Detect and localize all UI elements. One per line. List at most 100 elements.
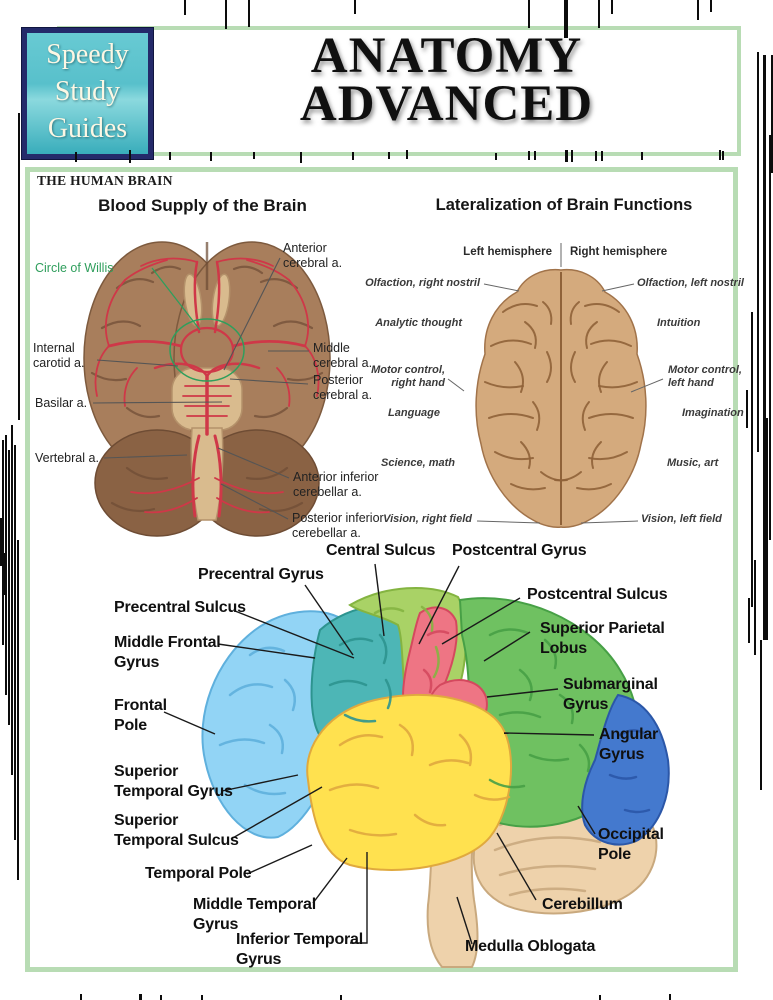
precentral-sulcus-leader-line	[234, 610, 355, 659]
scan-artifact-mark	[75, 152, 77, 162]
inferior-temporal-gyrus-label: Inferior Temporal Gyrus	[236, 931, 363, 968]
precentral-sulcus-label: Precentral Sulcus	[114, 599, 246, 616]
scan-artifact-mark	[4, 553, 6, 595]
central-sulcus-leader-line	[374, 563, 385, 637]
circle-of-willis-label: Circle of Willis	[35, 261, 114, 275]
scan-artifact-mark	[757, 52, 759, 452]
temporal-pole-leader-line	[246, 844, 313, 875]
scan-artifact-mark	[611, 0, 613, 14]
postcentral-sulcus-label: Postcentral Sulcus	[527, 586, 668, 603]
superior-parietal-lobus-leader-line	[483, 631, 531, 662]
scan-artifact-mark	[5, 435, 7, 695]
postcentral-gyrus-leader-line	[418, 565, 460, 645]
anterior-inferior-cerebellar-label: Anterior inferior cerebellar a.	[293, 470, 379, 499]
precentral-gyrus-label: Precentral Gyrus	[198, 566, 324, 583]
inferior-temporal-gyrus-leader-line	[350, 852, 368, 944]
scan-artifact-mark	[746, 390, 748, 428]
scan-artifact-mark	[253, 152, 255, 159]
olfaction-left-leader-line	[601, 283, 635, 292]
imagination-label: Imagination	[682, 407, 744, 419]
scan-artifact-mark	[599, 995, 601, 1000]
olfaction-left-label: Olfaction, left nostril	[637, 277, 744, 289]
science-math-label: Science, math	[381, 457, 455, 469]
scan-artifact-mark	[710, 0, 712, 12]
scan-artifact-mark	[766, 418, 768, 640]
motor-right-label: Motor control, right hand	[371, 364, 445, 389]
occipital-pole-label: Occipital Pole	[598, 826, 664, 863]
medulla-oblogata-leader-line	[456, 896, 473, 945]
vision-right-label: Vision, right field	[383, 513, 472, 525]
scan-artifact-mark	[754, 560, 756, 655]
scan-artifact-mark	[769, 135, 771, 540]
scan-artifact-mark	[528, 151, 530, 160]
scan-artifact-mark	[352, 152, 354, 160]
precentral-gyrus-leader-line	[304, 584, 354, 656]
logo-line-1: Speedy	[46, 39, 129, 70]
scan-artifact-mark	[201, 995, 203, 1000]
scan-artifact-mark	[300, 152, 302, 163]
scan-artifact-mark	[340, 995, 342, 1000]
lateralization-title: Lateralization of Brain Functions	[435, 196, 693, 214]
scan-artifact-mark	[354, 0, 356, 14]
page-title-line-2: ADVANCED	[299, 76, 594, 132]
scan-artifact-mark	[11, 425, 13, 775]
vertebral-leader-line	[103, 454, 188, 459]
section-header: THE HUMAN BRAIN	[37, 173, 173, 188]
scan-artifact-mark	[139, 994, 142, 1000]
scan-artifact-mark	[8, 450, 10, 725]
scan-artifact-mark	[129, 150, 131, 163]
scan-artifact-mark	[2, 440, 4, 645]
posterior-inferior-cerebellar-label: Posterior inferior cerebellar a.	[292, 511, 384, 540]
scan-artifact-mark	[17, 540, 19, 880]
scan-artifact-mark	[210, 152, 212, 161]
scan-artifact-mark	[248, 0, 250, 27]
scan-artifact-mark	[641, 152, 643, 160]
angular-gyrus-leader-line	[503, 732, 595, 736]
scan-artifact-mark	[565, 150, 568, 162]
scan-artifact-mark	[598, 0, 600, 28]
anterior-inferior-cerebellar-leader-line	[217, 447, 290, 479]
analytic-thought-label: Analytic thought	[375, 317, 462, 329]
scan-artifact-mark	[18, 113, 20, 420]
lateral-brain-illustration	[201, 587, 670, 968]
logo-line-2: Study	[54, 76, 121, 107]
vertebral-label: Vertebral a.	[35, 451, 99, 465]
posterior-inferior-cerebellar-leader-line	[220, 483, 289, 520]
anterior-cerebral-label: Anterior cerebral a.	[283, 241, 343, 270]
middle-temporal-gyrus-label: Middle Temporal Gyrus	[193, 896, 316, 933]
basilar-label: Basilar a.	[35, 396, 88, 410]
scan-artifact-mark	[601, 151, 603, 161]
basilar-leader-line	[92, 401, 223, 404]
circle-of-willis-ring	[169, 318, 245, 382]
music-art-label: Music, art	[667, 457, 719, 469]
right-hemisphere-label: Right hemisphere	[570, 246, 668, 258]
page-title: ANATOMY ADVANCED	[160, 28, 733, 132]
posterior-cerebral-leader-line	[229, 378, 309, 385]
page-title-line-1: ANATOMY	[310, 28, 583, 84]
language-label: Language	[388, 407, 440, 419]
scan-artifact-mark	[595, 151, 597, 161]
scan-artifact-mark	[388, 152, 390, 159]
logo-line-3: Guides	[47, 113, 128, 144]
scan-artifact-mark	[571, 150, 573, 162]
middle-temporal-gyrus-leader-line	[312, 857, 348, 904]
scan-artifact-mark	[14, 445, 16, 840]
scan-artifact-mark	[669, 994, 671, 1000]
vision-left-leader-line	[580, 520, 639, 524]
scan-artifact-mark	[184, 0, 186, 15]
scan-artifact-mark	[771, 55, 773, 173]
scan-artifact-mark	[748, 598, 750, 643]
middle-cerebral-label: Middle cerebral a.	[313, 341, 373, 370]
postcentral-gyrus-label: Postcentral Gyrus	[452, 542, 587, 559]
angular-gyrus-label: Angular Gyrus	[599, 726, 659, 763]
frontal-pole-label: Frontal Pole	[114, 697, 167, 734]
medulla-oblogata-label: Medulla Oblogata	[465, 938, 596, 955]
scan-artifact-mark	[719, 150, 721, 160]
submarginal-gyrus-label: Submarginal Gyrus	[563, 676, 658, 713]
olfaction-right-leader-line	[483, 283, 520, 292]
scan-artifact-mark	[722, 151, 724, 160]
central-sulcus-label: Central Sulcus	[326, 542, 436, 559]
scan-artifact-mark	[225, 0, 227, 29]
middle-frontal-gyrus-label: Middle Frontal Gyrus	[114, 634, 221, 671]
middle-frontal-gyrus-leader-line	[217, 643, 316, 659]
